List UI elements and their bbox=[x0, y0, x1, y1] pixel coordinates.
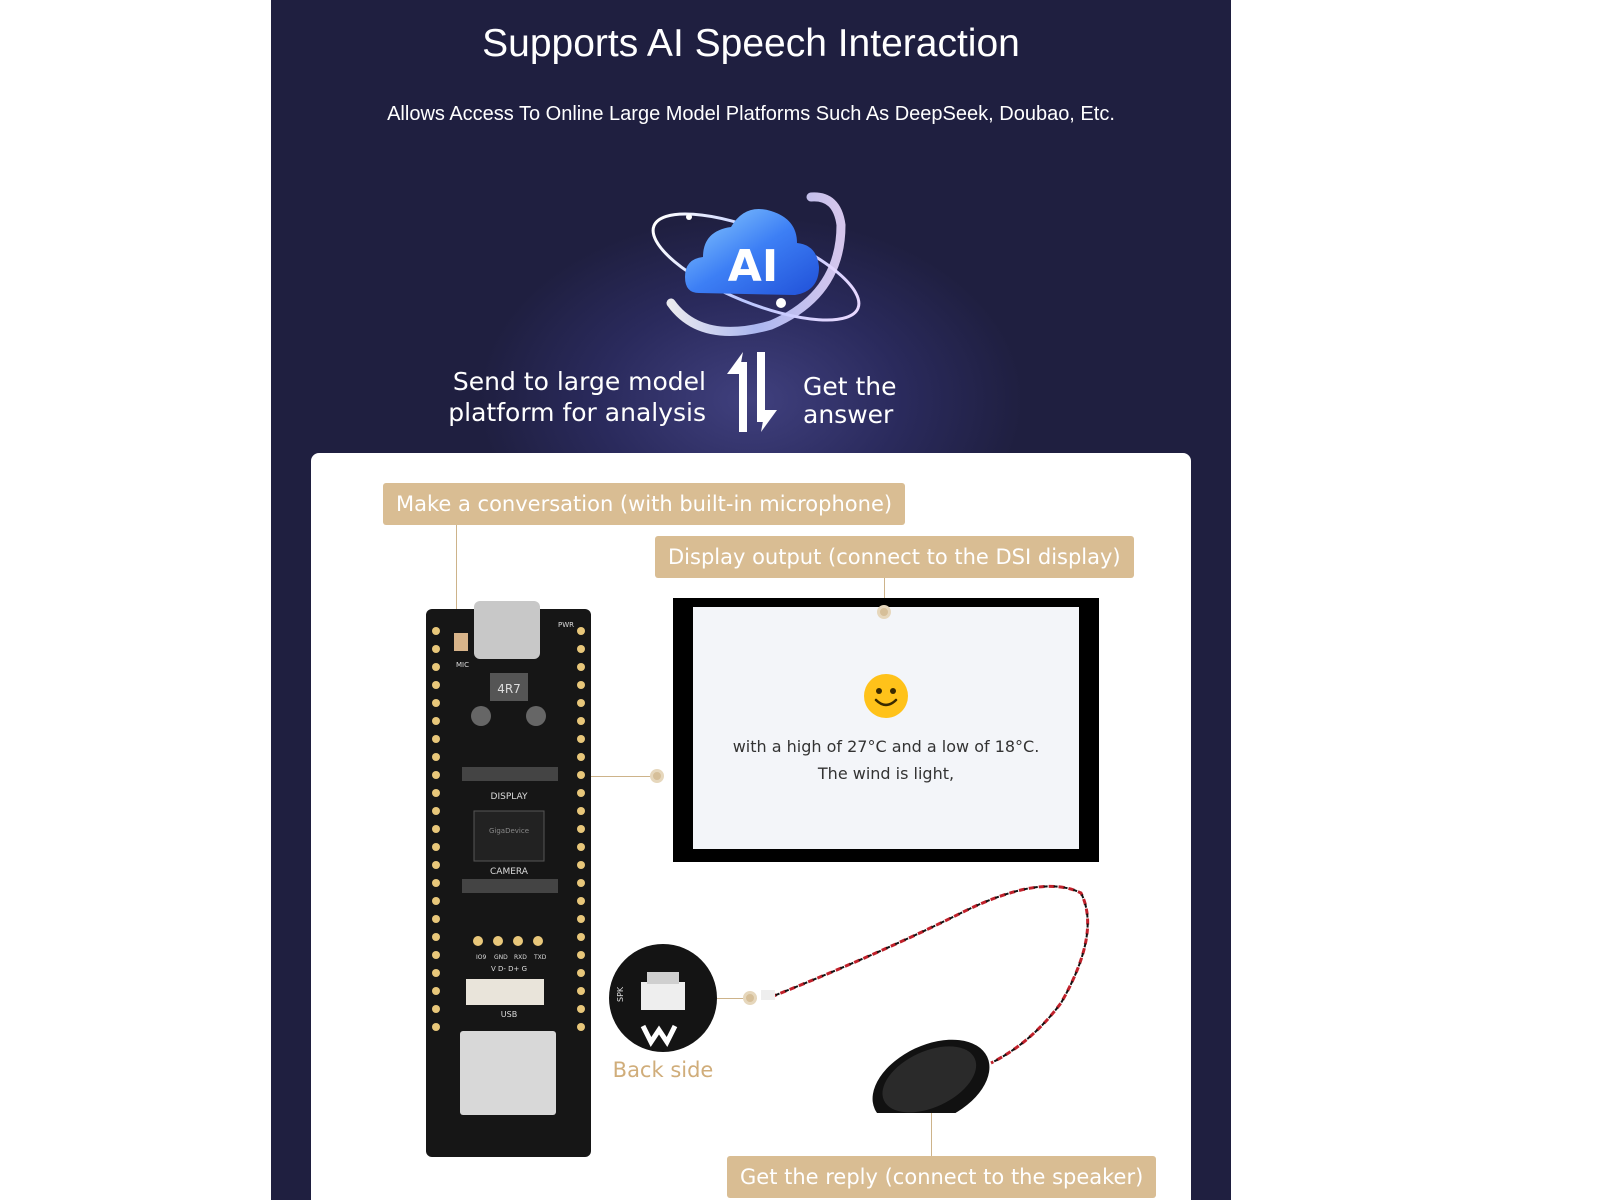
weather-text: with a high of 27°C and a low of 18°C. T… bbox=[693, 733, 1079, 787]
conversation-callout: Make a conversation (with built-in micro… bbox=[383, 483, 906, 525]
ai-cloud-icon: AI bbox=[651, 192, 861, 336]
connector-dot bbox=[650, 769, 664, 783]
usb-c-port bbox=[474, 601, 540, 659]
ai-text: AI bbox=[728, 241, 778, 292]
page-title: Supports AI Speech Interaction bbox=[482, 22, 1020, 65]
send-line-1: Send to large model bbox=[452, 367, 706, 396]
spk-connection-dot bbox=[743, 991, 757, 1005]
get-answer-text: Get the answer bbox=[803, 373, 897, 429]
page-subtitle: Allows Access To Online Large Model Plat… bbox=[387, 103, 1115, 125]
up-down-arrows-icon bbox=[727, 352, 777, 432]
svg-text:IO9: IO9 bbox=[476, 954, 486, 961]
hardware-card: Make a conversation (with built-in micro… bbox=[311, 453, 1191, 1200]
svg-text:RXD: RXD bbox=[514, 954, 527, 961]
display-callout: Display output (connect to the DSI displ… bbox=[655, 536, 1134, 578]
svg-text:MIC: MIC bbox=[456, 661, 469, 669]
weather-line-2: The wind is light, bbox=[817, 764, 955, 783]
svg-text:SPK: SPK bbox=[616, 986, 625, 1002]
svg-text:CAMERA: CAMERA bbox=[490, 867, 529, 877]
weather-line-1: with a high of 27°C and a low of 18°C. bbox=[732, 737, 1040, 756]
feature-panel: Supports AI Speech Interaction Allows Ac… bbox=[271, 0, 1231, 1200]
back-side-detail-image: SPK bbox=[609, 944, 717, 1052]
svg-text:PWR: PWR bbox=[558, 621, 574, 629]
svg-text:4R7: 4R7 bbox=[497, 682, 521, 696]
back-side-label: Back side bbox=[612, 1058, 714, 1082]
dev-board: 4R7 PWR MIC DISPLAY GigaDevice CAMERA IO… bbox=[426, 601, 591, 1157]
get-line-1: Get the bbox=[803, 372, 897, 401]
svg-text:USB: USB bbox=[501, 1010, 517, 1019]
send-to-platform-text: Send to large model platform for analysi… bbox=[421, 366, 706, 428]
spk-leader-line bbox=[717, 998, 757, 999]
display-screen: with a high of 27°C and a low of 18°C. T… bbox=[693, 607, 1079, 849]
send-line-2: platform for analysis bbox=[448, 398, 706, 427]
svg-text:TXD: TXD bbox=[533, 954, 547, 961]
smiley-face-icon bbox=[864, 674, 908, 718]
dsi-display: with a high of 27°C and a low of 18°C. T… bbox=[673, 598, 1099, 862]
get-line-2: answer bbox=[803, 400, 894, 429]
svg-text:DISPLAY: DISPLAY bbox=[491, 792, 528, 802]
connector-leader-line bbox=[541, 776, 661, 777]
display-connection-dot bbox=[877, 605, 891, 619]
mic-leader-line bbox=[456, 525, 457, 625]
speaker-leader-line bbox=[931, 1083, 932, 1156]
svg-text:GigaDevice: GigaDevice bbox=[489, 827, 529, 835]
speaker-image bbox=[761, 884, 1090, 1113]
speaker-callout: Get the reply (connect to the speaker) bbox=[727, 1156, 1157, 1198]
svg-text:GND: GND bbox=[494, 954, 508, 961]
svg-text:V D- D+ G: V D- D+ G bbox=[491, 965, 527, 973]
